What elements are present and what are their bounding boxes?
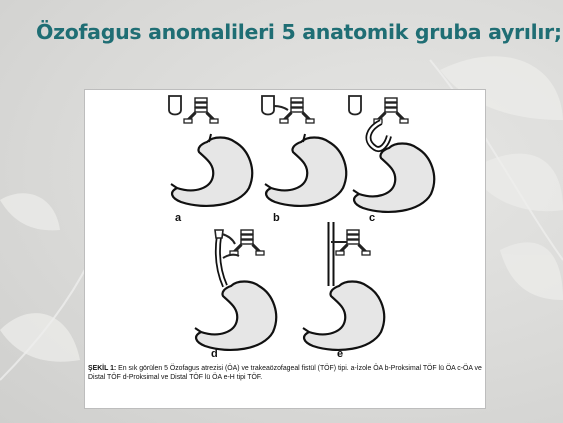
caption-body: En sık görülen 5 Özofagus atrezisi (ÖA) …	[88, 365, 482, 381]
figure-caption: ŞEKİL 1: En sık görülen 5 Özofagus atrez…	[88, 364, 482, 382]
label-c: c	[369, 212, 375, 224]
diagram-b	[262, 96, 346, 206]
diagram-c	[349, 96, 434, 212]
label-a: a	[175, 212, 182, 224]
diagram-e	[303, 222, 384, 350]
diagram-d	[195, 230, 276, 350]
label-d: d	[211, 348, 218, 360]
esophageal-atresia-figure: a b c d e ŞEKİL 1: En sık görülen 5 Özof…	[84, 89, 486, 409]
slide-title: Özofagus anomalileri 5 anatomik gruba ay…	[36, 20, 556, 44]
label-e: e	[337, 348, 343, 360]
diagram-a	[169, 96, 252, 206]
caption-lead: ŞEKİL 1:	[88, 365, 116, 372]
anomaly-diagram: a b c d e	[85, 90, 485, 408]
label-b: b	[273, 212, 280, 224]
